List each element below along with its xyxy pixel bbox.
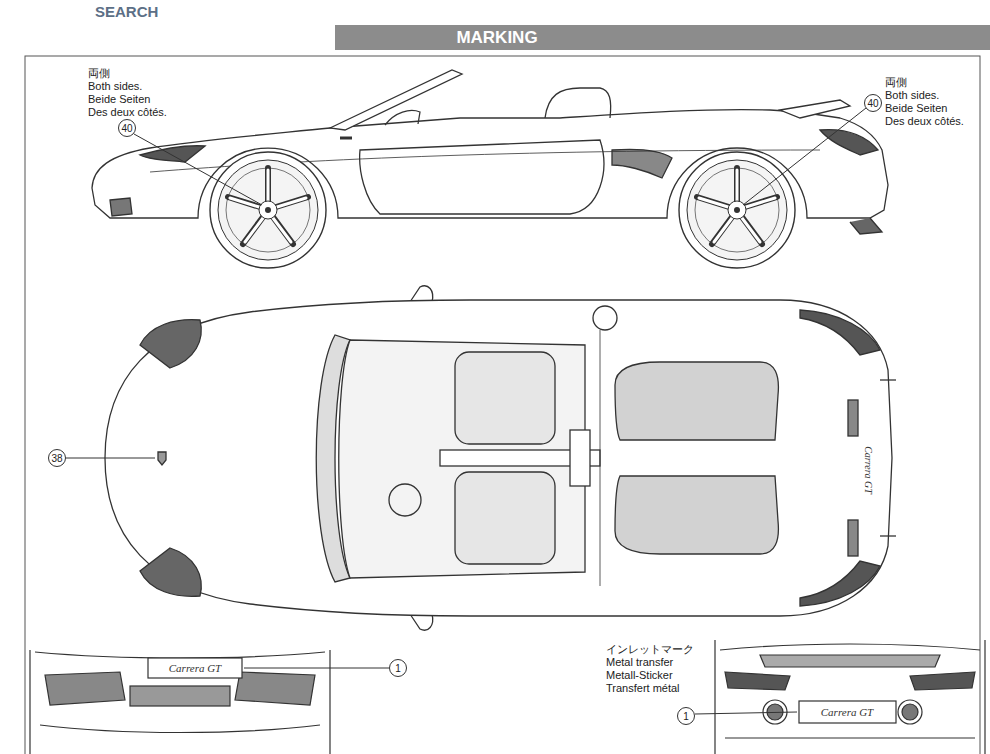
callout-number: 1 <box>683 711 689 722</box>
illustration-part <box>210 152 326 268</box>
note-text: インレットマーク <box>606 643 694 655</box>
illustration-part <box>880 379 896 380</box>
note-text: Both sides. <box>885 89 939 101</box>
header-band <box>335 25 990 50</box>
illustration-part <box>45 672 125 705</box>
decal-text: Carrera GT <box>821 706 873 718</box>
illustration-part <box>800 561 880 606</box>
illustration-part <box>244 668 389 669</box>
illustration-part <box>66 458 155 459</box>
illustration-part <box>898 700 922 724</box>
illustration-part <box>760 655 940 667</box>
illustration-part <box>615 362 778 440</box>
illustration-part <box>984 640 985 754</box>
illustration-part <box>360 140 604 214</box>
decal-text: Carrera GT <box>863 446 874 494</box>
decal-text: Carrera GT <box>169 662 221 674</box>
illustration-part <box>455 352 555 444</box>
illustration-part <box>385 111 420 125</box>
illustration-part <box>850 218 882 234</box>
illustration-part <box>695 712 797 714</box>
illustration-part <box>714 640 715 754</box>
illustration-part <box>570 430 590 486</box>
note-text: Both sides. <box>88 80 142 92</box>
illustration-part <box>593 306 617 330</box>
callout-number: 1 <box>395 663 401 674</box>
illustration-part <box>455 472 555 564</box>
illustration-part <box>330 70 462 130</box>
illustration-part <box>612 149 672 178</box>
illustration-part <box>902 704 918 720</box>
illustration-part <box>140 146 205 162</box>
illustration-part <box>679 152 795 268</box>
illustration-part <box>110 198 132 216</box>
page-title: MARKING <box>456 29 537 48</box>
note-text: Beide Seiten <box>88 93 150 105</box>
illustration-part <box>49 450 66 467</box>
illustration-part <box>148 658 242 678</box>
illustration-part <box>105 300 892 616</box>
illustration-part <box>29 650 30 754</box>
illustration-part <box>880 535 896 536</box>
illustration-part <box>848 400 858 436</box>
illustration-part <box>40 725 320 733</box>
callout-number: 38 <box>51 453 62 464</box>
illustration-part <box>545 88 611 118</box>
illustration-part <box>130 686 230 706</box>
illustration-part <box>140 320 201 368</box>
illustration-part <box>329 650 330 754</box>
illustration-part <box>780 100 850 118</box>
illustration-part <box>140 548 201 596</box>
illustration-part <box>799 701 896 723</box>
illustration-part <box>865 95 882 112</box>
illustration-part <box>235 672 315 705</box>
note-text: Metal transfer <box>606 656 673 668</box>
illustration-part <box>820 130 878 155</box>
illustration-part <box>910 672 975 690</box>
note-text: Beide Seiten <box>885 102 947 114</box>
illustration-part <box>678 708 695 725</box>
illustration-part <box>410 286 433 302</box>
illustration-part <box>600 330 601 586</box>
illustration-part <box>134 134 262 205</box>
illustration-part <box>848 520 858 556</box>
top-view <box>105 286 896 630</box>
callouts <box>49 95 882 725</box>
note-text: Des deux côtés. <box>88 106 167 118</box>
illustration-part <box>390 660 407 677</box>
illustration-part <box>410 614 433 630</box>
illustration-part <box>615 476 778 554</box>
illustration-part <box>158 452 166 465</box>
illustration-part <box>725 672 790 690</box>
page-frame <box>25 56 980 754</box>
illustration-part <box>743 108 866 205</box>
illustration-part <box>35 652 325 658</box>
note-text: Des deux côtés. <box>885 115 964 127</box>
rear-view <box>715 640 985 754</box>
illustration-part <box>720 644 980 650</box>
illustration-part <box>800 310 880 355</box>
watermark: SEARCH <box>95 4 158 21</box>
front-view <box>30 650 330 754</box>
illustration-part <box>725 737 975 738</box>
callout-number: 40 <box>867 98 878 109</box>
illustration-part <box>389 484 421 516</box>
note-text: Transfert métal <box>606 682 680 694</box>
note-text: Metall-Sticker <box>606 669 673 681</box>
illustration-part <box>119 120 136 137</box>
illustration-part <box>340 137 352 140</box>
note-text: 両側 <box>88 67 110 79</box>
callout-number: 40 <box>121 123 132 134</box>
note-text: 両側 <box>885 76 907 88</box>
